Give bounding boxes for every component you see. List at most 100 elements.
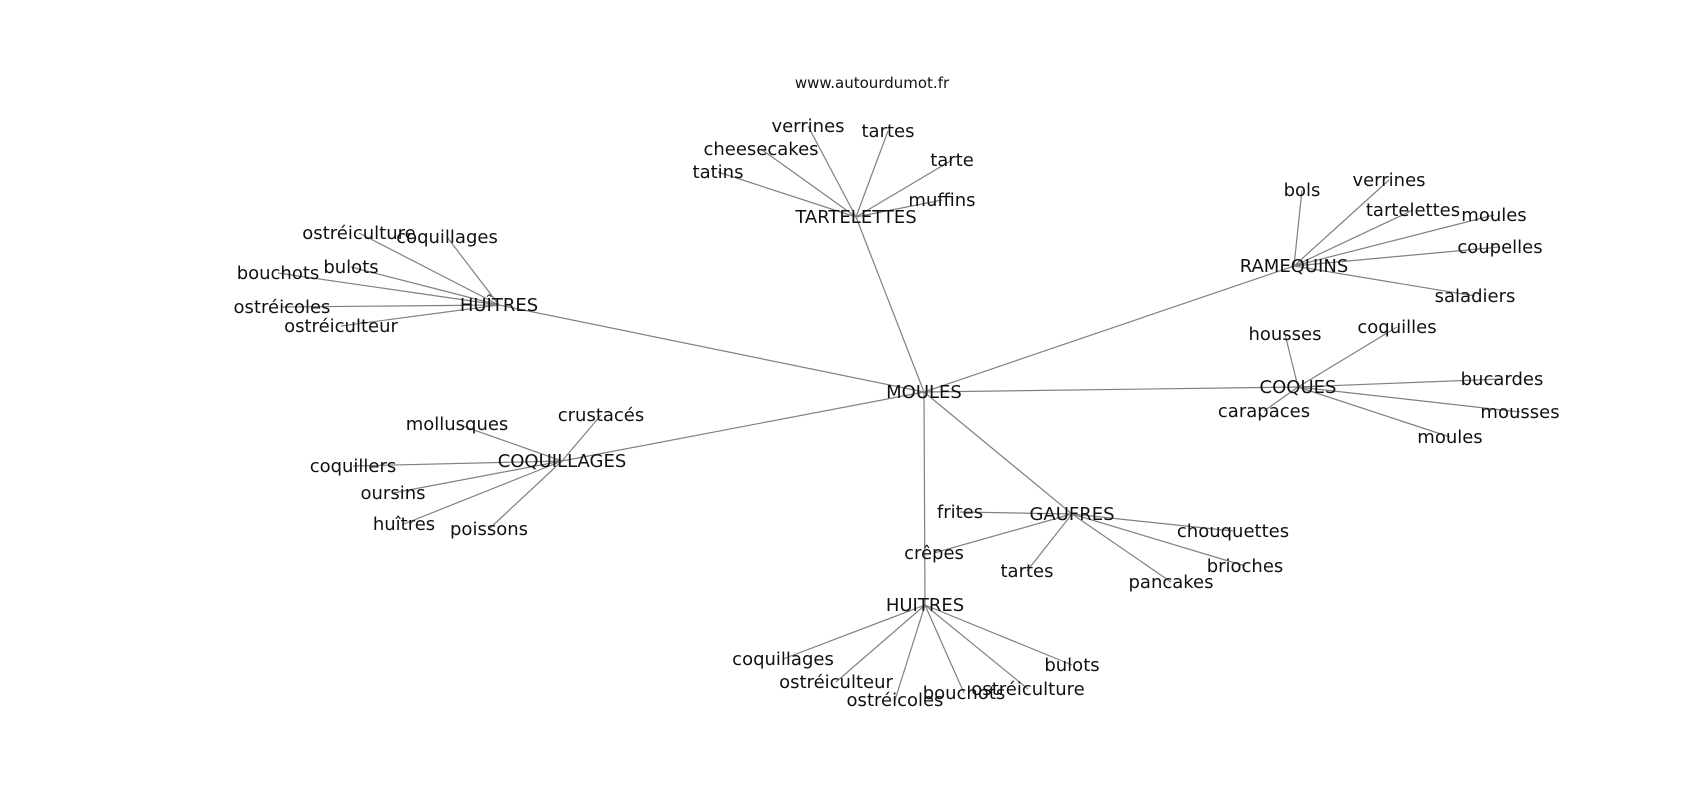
leaf-node[interactable]: tatins	[693, 162, 744, 183]
edge-center-6	[923, 391, 926, 606]
edge-0-4	[855, 159, 953, 218]
edge-5-5	[1071, 513, 1172, 583]
edge-6-1	[835, 604, 926, 683]
leaf-node[interactable]: coquillers	[310, 456, 397, 477]
leaf-node[interactable]: pancakes	[1128, 572, 1213, 593]
edge-3-0	[1284, 333, 1299, 388]
leaf-node[interactable]: tarte	[930, 150, 974, 171]
leaf-node[interactable]: frites	[937, 502, 983, 523]
leaf-node[interactable]: cheesecakes	[703, 139, 818, 160]
edge-6-4	[924, 604, 1029, 690]
edge-4-4	[403, 460, 563, 525]
leaf-node[interactable]: ostréicoles	[847, 690, 944, 711]
leaf-node[interactable]: crêpes	[904, 543, 964, 564]
edge-6-3	[924, 604, 965, 694]
leaf-node[interactable]: mollusques	[406, 414, 509, 435]
leaf-node[interactable]: tartes	[1001, 561, 1054, 582]
leaf-node[interactable]: huîtres	[373, 514, 435, 535]
leaf-node[interactable]: bouchots	[923, 683, 1006, 704]
edge-6-5	[924, 604, 1073, 666]
edge-4-2	[352, 460, 563, 467]
leaf-node[interactable]: housses	[1248, 324, 1321, 345]
hub-node[interactable]: GAUFRES	[1029, 504, 1114, 525]
edge-2-4	[1293, 246, 1501, 267]
leaf-node[interactable]: carapaces	[1218, 401, 1310, 422]
edge-4-3	[392, 460, 563, 494]
center-node[interactable]: MOULES	[886, 382, 962, 403]
leaf-node[interactable]: bols	[1284, 180, 1321, 201]
source-watermark: www.autourdumot.fr	[795, 74, 950, 92]
edge-3-5	[1297, 386, 1451, 438]
leaf-node[interactable]: tartelettes	[1366, 200, 1460, 221]
edge-center-5	[923, 391, 1073, 515]
leaf-node[interactable]: tartes	[862, 121, 915, 142]
leaf-node[interactable]: ostréicoles	[234, 297, 331, 318]
leaf-node[interactable]: bouchots	[237, 263, 320, 284]
leaf-node[interactable]: ostréiculture	[302, 223, 415, 244]
leaf-node[interactable]: coquilles	[1357, 317, 1436, 338]
edge-5-4	[1026, 513, 1073, 572]
edge-2-2	[1293, 209, 1414, 267]
leaf-node[interactable]: poissons	[450, 519, 528, 540]
leaf-node[interactable]: verrines	[1352, 170, 1425, 191]
edge-0-0	[807, 125, 857, 218]
edge-1-5	[340, 304, 500, 327]
edge-3-2	[1297, 378, 1503, 388]
leaf-node[interactable]: ostréiculteur	[284, 316, 398, 337]
hub-node[interactable]: RAMEQUINS	[1240, 256, 1349, 277]
leaf-node[interactable]: brioches	[1207, 556, 1284, 577]
edge-center-4	[561, 391, 925, 462]
hub-node[interactable]: TARTELETTES	[794, 207, 916, 228]
edge-6-2	[894, 604, 926, 701]
edge-1-2	[277, 272, 500, 306]
edge-5-2	[933, 513, 1073, 554]
edge-2-1	[1293, 179, 1390, 267]
leaf-node[interactable]: crustacés	[558, 405, 645, 426]
leaf-node[interactable]: coupelles	[1457, 237, 1542, 258]
leaf-node[interactable]: ostréiculteur	[779, 672, 893, 693]
leaf-node[interactable]: bulots	[1044, 655, 1099, 676]
leaf-node[interactable]: saladiers	[1435, 286, 1516, 307]
leaf-node[interactable]: coquillages	[396, 227, 498, 248]
leaf-node[interactable]: oursins	[361, 483, 426, 504]
hub-node[interactable]: COQUILLAGES	[498, 451, 627, 472]
edge-2-3	[1293, 214, 1495, 267]
leaf-node[interactable]: ostréiculture	[971, 679, 1084, 700]
edge-3-1	[1297, 326, 1398, 388]
leaf-node[interactable]: verrines	[771, 116, 844, 137]
edge-0-5	[855, 199, 943, 218]
edge-5-3	[1071, 513, 1246, 567]
edge-3-3	[1263, 386, 1299, 412]
edge-4-1	[561, 414, 602, 462]
leaf-node[interactable]: mousses	[1480, 402, 1559, 423]
edge-1-4	[281, 304, 500, 308]
leaf-node[interactable]: moules	[1461, 205, 1526, 226]
edge-center-0	[855, 216, 925, 393]
leaf-node[interactable]: moules	[1417, 427, 1482, 448]
edge-0-2	[760, 148, 857, 218]
leaf-node[interactable]: bucardes	[1461, 369, 1544, 390]
edge-center-2	[923, 265, 1295, 393]
edge-5-1	[1071, 513, 1234, 532]
graph-edges	[277, 125, 1521, 701]
edge-center-3	[923, 386, 1299, 393]
edge-4-5	[488, 460, 563, 530]
graph-labels: MOULES TARTELETTES verrines tartes cheesecak…	[234, 116, 1560, 711]
edge-2-5	[1293, 265, 1476, 297]
edge-1-3	[350, 266, 500, 306]
hub-node[interactable]: COQUES	[1260, 377, 1337, 398]
hub-node[interactable]: HUÎTRES	[460, 294, 538, 316]
edge-center-1	[498, 304, 925, 393]
edge-0-1	[855, 130, 889, 218]
leaf-node[interactable]: coquillages	[732, 649, 834, 670]
leaf-node[interactable]: muffins	[908, 190, 975, 211]
edge-4-0	[456, 423, 563, 462]
edge-2-0	[1293, 189, 1303, 267]
edge-6-0	[782, 604, 926, 660]
leaf-node[interactable]: chouquettes	[1177, 521, 1289, 542]
hub-node[interactable]: HUITRES	[886, 595, 964, 616]
leaf-node[interactable]: bulots	[323, 257, 378, 278]
edge-5-0	[959, 511, 1073, 515]
edge-3-4	[1297, 386, 1521, 413]
